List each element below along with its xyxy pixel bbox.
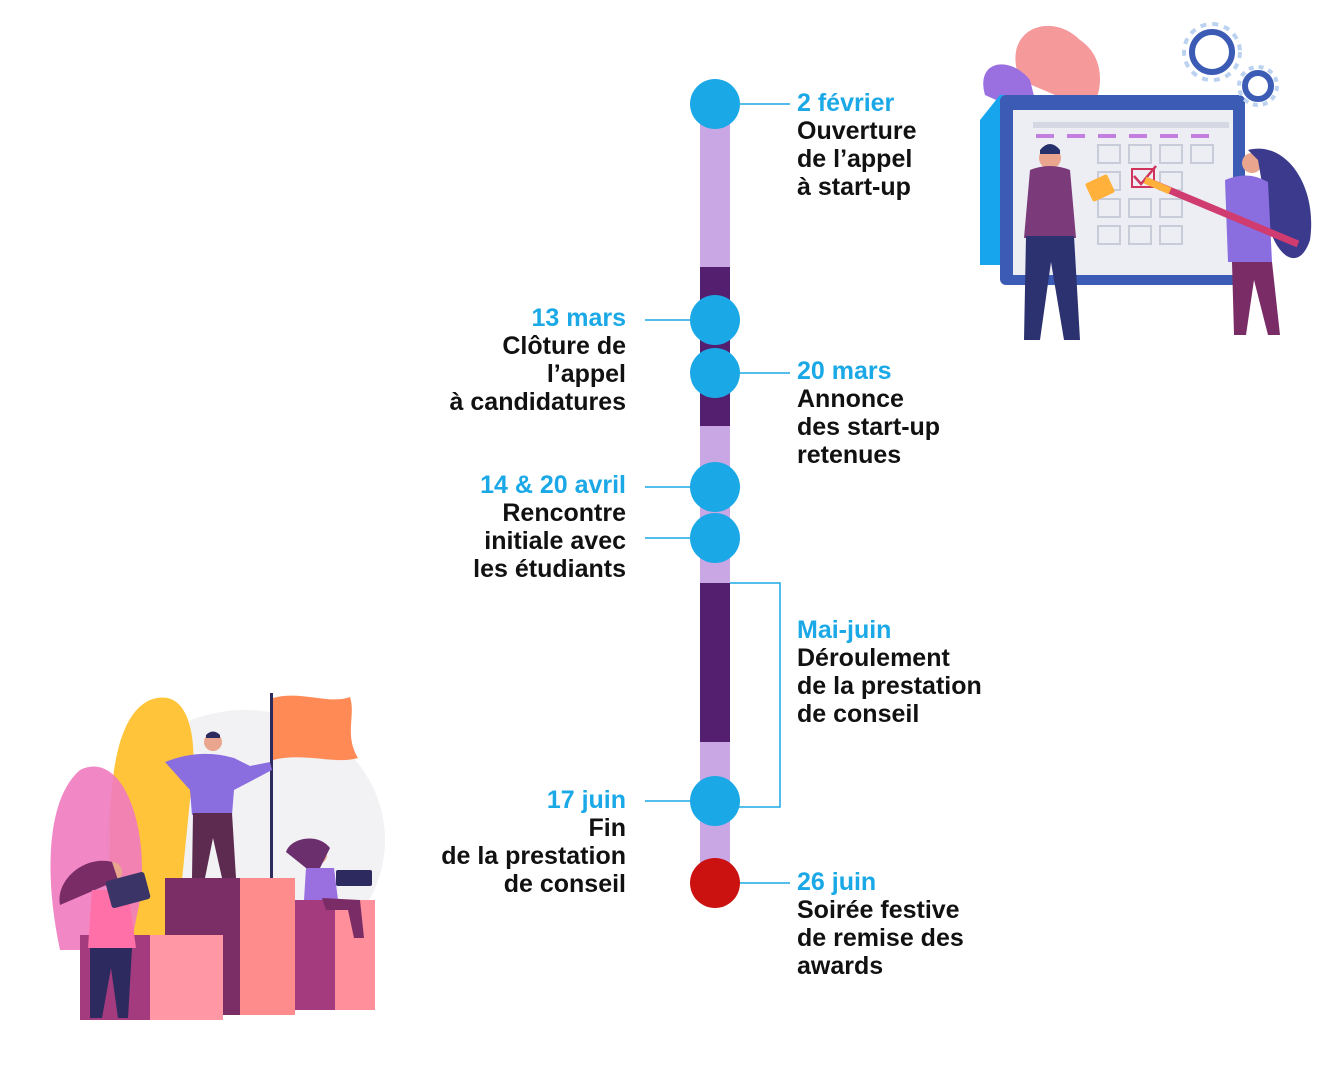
- event-date: 14 & 20 avril: [480, 471, 626, 499]
- calendar-planning-illustration: [980, 22, 1312, 340]
- event-desc-line: à candidatures: [449, 388, 626, 416]
- timeline-dot: [690, 295, 740, 345]
- event-desc-line: Fin: [588, 814, 627, 842]
- event-desc-line: de l’appel: [797, 145, 913, 173]
- event-desc-line: de la prestation: [441, 842, 626, 870]
- event-date: 13 mars: [531, 304, 626, 332]
- event-13-mars: 13 mars Clôture de l’appel à candidature…: [450, 304, 626, 416]
- event-desc-line: Soirée festive: [797, 896, 960, 924]
- event-desc-line: de conseil: [503, 870, 626, 898]
- event-2-fevrier: 2 février Ouverture de l’appel à start-u…: [797, 89, 916, 201]
- event-desc-line: Clôture de: [502, 332, 626, 360]
- event-desc-line: de conseil: [797, 700, 920, 728]
- event-20-mars: 20 mars Annonce des start-up retenues: [797, 357, 940, 469]
- event-desc-line: à start-up: [797, 173, 911, 201]
- event-desc-line: Rencontre: [502, 499, 626, 527]
- event-mai-juin: Mai-juin Déroulement de la prestation de…: [797, 616, 982, 728]
- event-desc-line: Déroulement: [797, 644, 950, 672]
- timeline-dot: [690, 776, 740, 826]
- timeline-dot: [690, 513, 740, 563]
- event-desc-line: awards: [797, 952, 884, 980]
- timeline-dot: [690, 462, 740, 512]
- event-date: 20 mars: [797, 357, 892, 385]
- timeline-dot: [690, 348, 740, 398]
- event-desc-line: des start-up: [797, 413, 941, 441]
- mai-juin-bracket: [730, 582, 781, 808]
- event-date: Mai-juin: [797, 616, 892, 644]
- event-desc-line: retenues: [797, 441, 902, 469]
- event-14-20-avril: 14 & 20 avril Rencontre initiale avec le…: [473, 471, 626, 583]
- event-date: 2 février: [797, 89, 895, 117]
- event-date: 26 juin: [797, 868, 877, 896]
- timeline-dot-final: [690, 858, 740, 908]
- event-26-juin: 26 juin Soirée festive de remise des awa…: [797, 868, 964, 980]
- event-date: 17 juin: [546, 786, 626, 814]
- event-desc-line: initiale avec: [484, 527, 626, 555]
- event-desc-line: de remise des: [797, 924, 964, 952]
- event-desc-line: de la prestation: [797, 672, 982, 700]
- team-flag-podium-illustration: [50, 693, 385, 1020]
- timeline-dot: [690, 79, 740, 129]
- timeline-bar-segment: [700, 267, 730, 426]
- event-17-juin: 17 juin Fin de la prestation de conseil: [441, 786, 626, 898]
- event-desc-line: Ouverture: [797, 117, 917, 145]
- timeline-bar-segment: [700, 583, 730, 742]
- timeline-bar-segment: [700, 104, 730, 267]
- event-desc-line: Annonce: [797, 385, 904, 413]
- event-desc-line: l’appel: [546, 360, 626, 388]
- event-desc-line: les étudiants: [473, 555, 626, 583]
